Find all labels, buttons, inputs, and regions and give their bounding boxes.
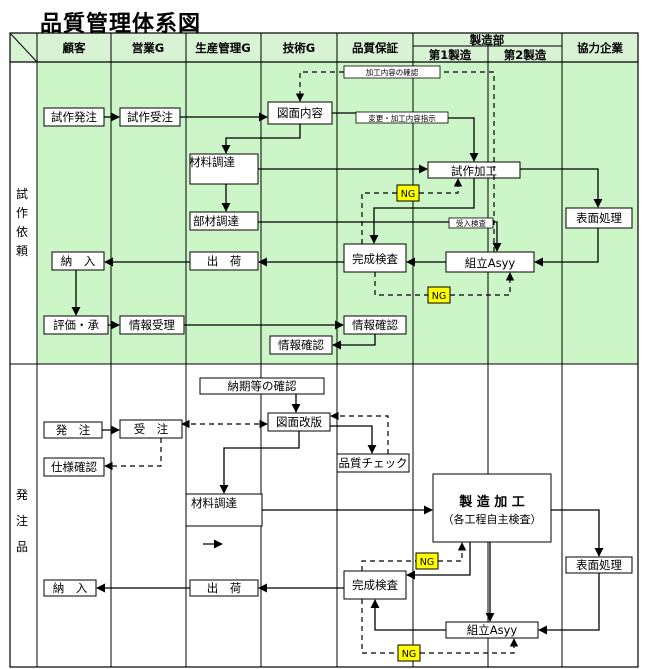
evaluation-box: 評価・承 — [53, 318, 99, 332]
drawing-content-box: 図面内容 — [277, 106, 323, 120]
final-inspect-box-2: 完成検査 — [352, 578, 398, 592]
drawing-revision-box: 図面改版 — [276, 415, 322, 429]
row-label-trial: 試作依頼 — [15, 187, 28, 258]
col-header-mfg-2: 第2製造 — [504, 48, 547, 62]
delivery-box: 納 入 — [61, 254, 96, 268]
col-header-engineering: 技術G — [283, 41, 315, 55]
col-header-sales: 営業G — [132, 41, 164, 55]
trial-order-box: 試作発注 — [51, 110, 97, 124]
order-box: 発 注 — [56, 423, 91, 437]
parts-procure-box: 部材調達 — [193, 214, 239, 228]
trial-process-box: 試作加工 — [451, 164, 497, 178]
col-header-mfg-1: 第1製造 — [429, 48, 472, 62]
change-instruct-label: 変更・加工内容指示 — [368, 113, 436, 123]
spec-confirm-box: 仕様確認 — [51, 460, 97, 474]
col-header-partner: 協力企業 — [577, 41, 623, 55]
final-inspect-box: 完成検査 — [352, 252, 398, 266]
ng-badge-4: NG — [402, 649, 416, 660]
ng-badge-1: NG — [401, 189, 415, 200]
deadline-confirm-box: 納期等の確認 — [228, 379, 297, 393]
header-bg — [10, 33, 638, 62]
assembly-box-2: 組立Asyy — [467, 623, 518, 637]
receive-box: 受 注 — [134, 422, 169, 436]
col-header-customer: 顧客 — [63, 41, 86, 55]
col-header-manufacturing: 製造部 — [469, 33, 505, 47]
delivery-box-2: 納 入 — [53, 581, 88, 595]
info-confirm-box: 情報確認 — [352, 318, 398, 332]
surface-treat-box-2: 表面処理 — [576, 558, 622, 572]
col-header-qa: 品質保証 — [352, 41, 398, 55]
content-confirm-label: 加工内容の確認 — [366, 67, 419, 77]
ng-badge-2: NG — [432, 291, 446, 302]
quality-check-box: 品質チェック — [339, 456, 408, 470]
assembly-box: 組立Asyy — [465, 256, 516, 270]
frame — [9, 32, 639, 668]
material-procure-box: 材料調達 — [189, 155, 235, 169]
manufacture-sub-label: （各工程自主検査） — [443, 512, 542, 526]
material-procure-box-2: 材料調達 — [191, 496, 237, 510]
ng-badge-3: NG — [420, 557, 434, 568]
info-receive-box: 情報受理 — [129, 318, 175, 332]
shipping-box: 出 荷 — [207, 254, 242, 268]
manufacture-box: 製 造 加 工 — [458, 494, 525, 510]
shipping-box-2: 出 荷 — [207, 581, 242, 595]
info-confirm-box-2: 情報確認 — [278, 338, 324, 352]
receive-inspect-label: 受入検査 — [456, 218, 486, 228]
row-label-order: 発注品 — [15, 488, 28, 554]
trial-receive-box: 試作受注 — [127, 110, 173, 124]
col-header-production: 生産管理G — [195, 41, 250, 55]
surface-treat-box: 表面処理 — [576, 211, 622, 225]
